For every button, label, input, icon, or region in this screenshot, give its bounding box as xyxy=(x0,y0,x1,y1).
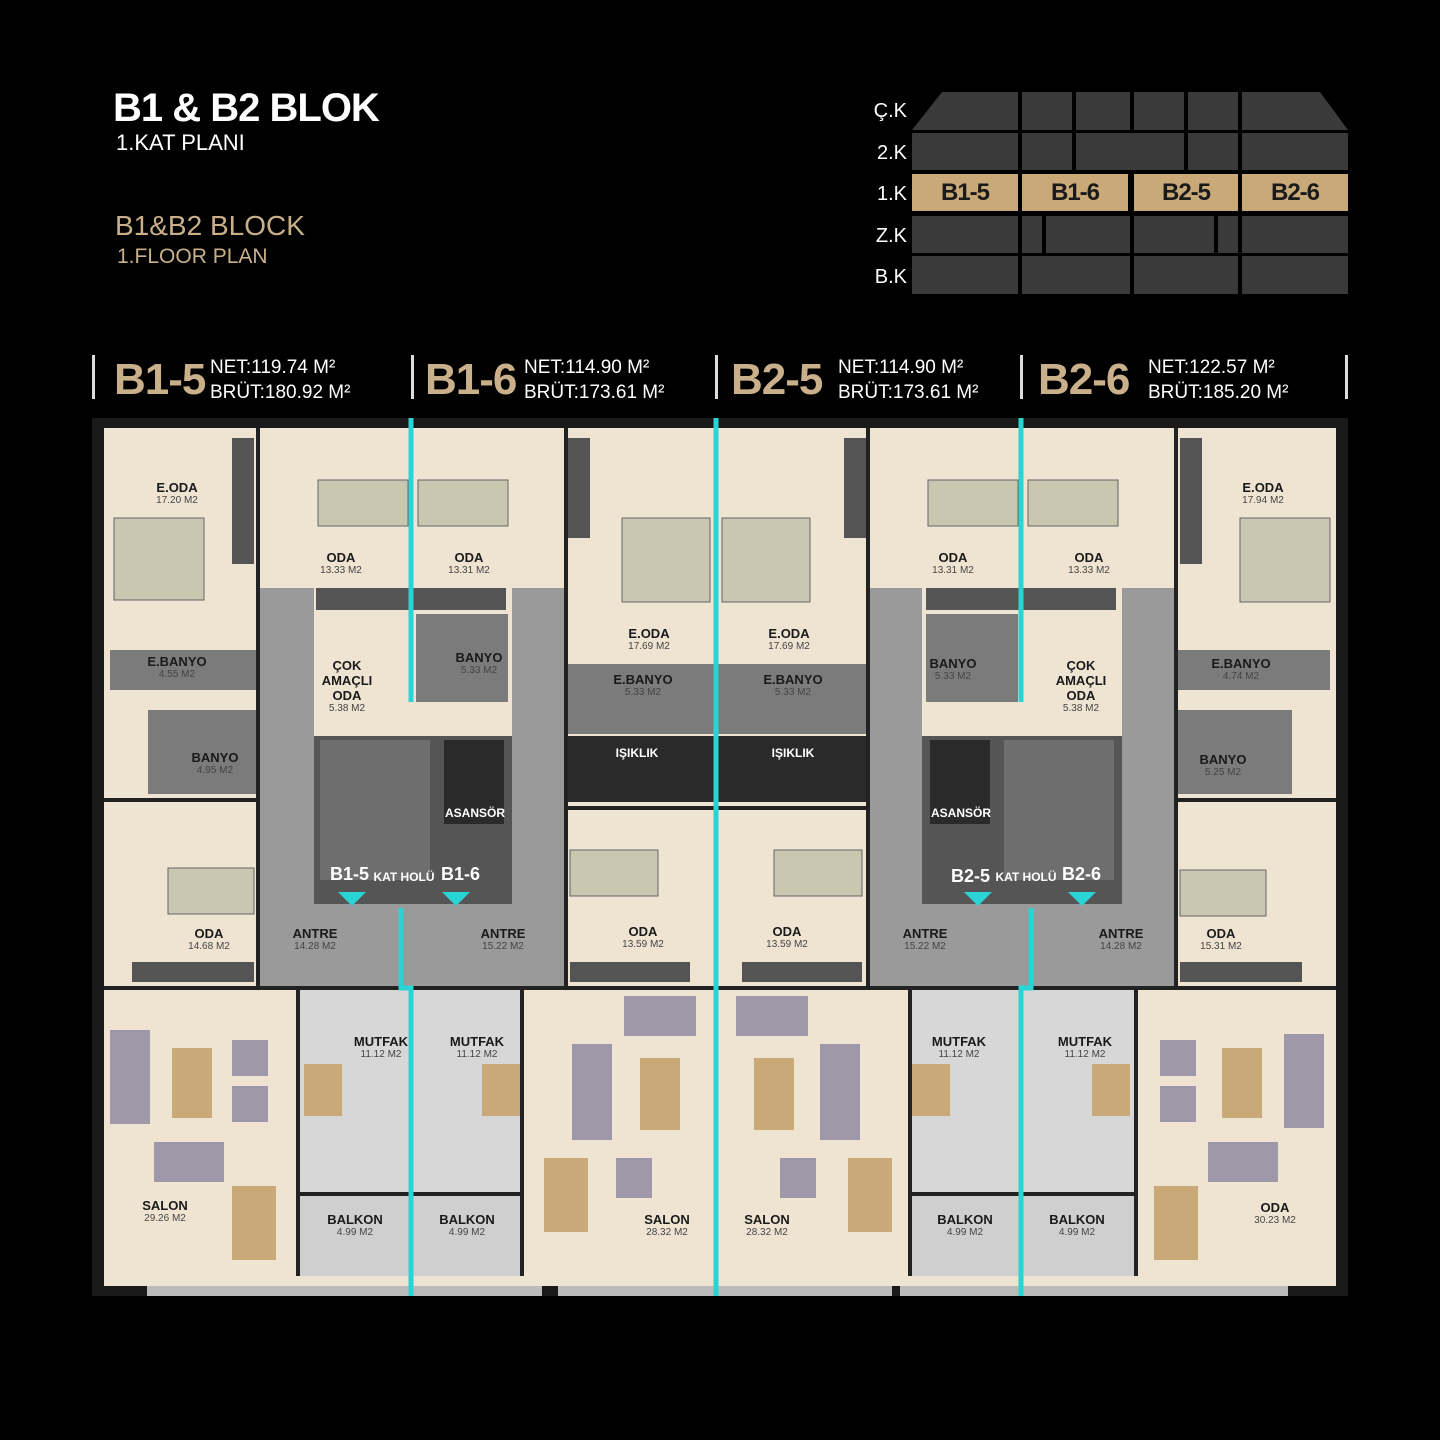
floor-label-zk: Z.K xyxy=(875,225,907,247)
unit-net-area: NET:114.90 M² xyxy=(838,357,964,378)
floor-key-unit-b2-5: B2-5 xyxy=(1134,174,1238,211)
unit-net-area: NET:119.74 M² xyxy=(210,357,336,378)
unit-separator xyxy=(92,355,95,399)
unit-separator xyxy=(715,355,718,399)
unit-net-area: NET:114.90 M² xyxy=(524,357,650,378)
unit-name: B2-5 xyxy=(731,355,823,404)
unit-separator xyxy=(1020,355,1023,399)
floor-hall-label: KAT HOLÜ xyxy=(995,870,1057,884)
floor-key-diagram xyxy=(912,92,1348,294)
lightwell-label: IŞIKLIK xyxy=(615,746,659,760)
floor-label-2k: 2.K xyxy=(876,142,907,164)
unit-name: B1-6 xyxy=(425,355,517,404)
floor-plan xyxy=(92,418,1348,1296)
hall-unit-label: B1-6 xyxy=(441,864,481,884)
unit-net-area: NET:122.57 M² xyxy=(1148,357,1275,378)
floor-key-unit-b1-5: B1-5 xyxy=(912,174,1018,211)
page-title-english: B1&B2 BLOCK xyxy=(115,210,305,241)
unit-name: B2-6 xyxy=(1038,355,1130,404)
unit-name: B1-5 xyxy=(114,355,206,404)
floor-label-bk: B.K xyxy=(874,266,907,288)
unit-gross-area: BRÜT:173.61 M² xyxy=(524,382,665,403)
unit-separator xyxy=(1345,355,1348,399)
hall-unit-label: B2-5 xyxy=(951,866,991,886)
page-title: B1 & B2 BLOK xyxy=(113,86,380,130)
floor-hall-label: KAT HOLÜ xyxy=(373,870,435,884)
page-subtitle-english: 1.FLOOR PLAN xyxy=(117,245,268,268)
floor-key-unit-b1-6: B1-6 xyxy=(1022,174,1128,211)
elevator-label: ASANSÖR xyxy=(444,806,505,820)
lightwell-label: IŞIKLIK xyxy=(771,746,815,760)
hall-unit-label: B2-6 xyxy=(1062,864,1102,884)
floor-label-1k: 1.K xyxy=(876,183,907,205)
floor-label-ck: Ç.K xyxy=(873,100,907,122)
page-subtitle: 1.KAT PLANI xyxy=(116,130,245,155)
floor-key-unit-b2-6: B2-6 xyxy=(1242,174,1348,211)
unit-gross-area: BRÜT:173.61 M² xyxy=(838,382,979,403)
unit-gross-area: BRÜT:185.20 M² xyxy=(1148,382,1289,403)
unit-separator xyxy=(411,355,414,399)
elevator-label: ASANSÖR xyxy=(930,806,991,820)
hall-unit-label: B1-5 xyxy=(330,864,370,884)
unit-gross-area: BRÜT:180.92 M² xyxy=(210,382,351,403)
